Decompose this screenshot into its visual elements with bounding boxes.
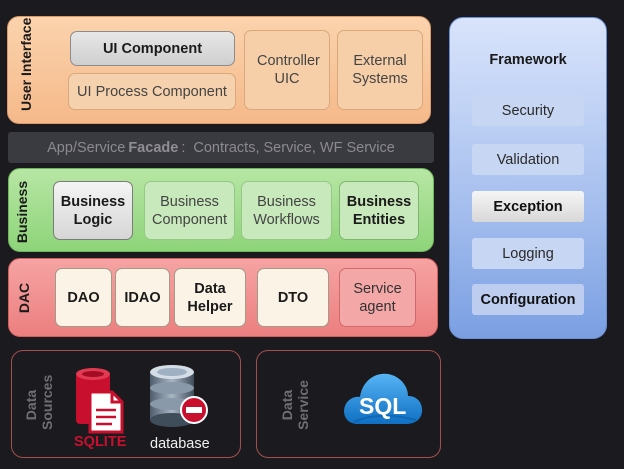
framework-item-security[interactable]: Security bbox=[472, 95, 584, 126]
facade-keyword: Facade bbox=[128, 139, 179, 156]
service-agent-text: Service agent bbox=[353, 280, 402, 315]
user-interface-label-text: User Interface bbox=[18, 17, 34, 111]
ui-component-box[interactable]: UI Component bbox=[70, 31, 235, 66]
dac-label-text: DAC bbox=[16, 282, 32, 314]
data-service-label-text: Data Service bbox=[279, 380, 311, 430]
business-component-box[interactable]: Business Component bbox=[144, 181, 235, 240]
ui-process-component-box[interactable]: UI Process Component bbox=[68, 73, 236, 110]
data-service-label: Data Service bbox=[279, 374, 313, 436]
idao-box[interactable]: IDAO bbox=[115, 268, 170, 327]
business-label-text: Business bbox=[14, 180, 30, 244]
business-entities-text: Business Entities bbox=[346, 193, 412, 228]
facade-prefix: App/Service bbox=[47, 139, 126, 156]
service-agent-box[interactable]: Service agent bbox=[339, 268, 416, 327]
business-entities-box[interactable]: Business Entities bbox=[339, 181, 419, 240]
framework-title: Framework bbox=[489, 52, 567, 68]
data-helper-box[interactable]: Data Helper bbox=[174, 268, 246, 327]
sql-text: SQL bbox=[359, 393, 407, 419]
data-service-panel bbox=[256, 350, 441, 458]
controller-uic-text: Controller UIC bbox=[257, 53, 320, 87]
dto-box[interactable]: DTO bbox=[257, 268, 329, 327]
framework-item-exception[interactable]: Exception bbox=[472, 191, 584, 222]
database-caption: database bbox=[150, 436, 210, 452]
framework-item-logging[interactable]: Logging bbox=[472, 238, 584, 269]
sqlite-database-icon bbox=[76, 368, 124, 434]
dac-label: DAC bbox=[16, 280, 35, 316]
data-helper-text: Data Helper bbox=[187, 280, 233, 315]
framework-item-validation[interactable]: Validation bbox=[472, 144, 584, 175]
sql-cloud-icon bbox=[344, 373, 423, 424]
business-workflows-box[interactable]: Business Workflows bbox=[241, 181, 332, 240]
framework-item-configuration[interactable]: Configuration bbox=[472, 284, 584, 315]
facade-bar: App/Service Facade : Contracts, Service,… bbox=[8, 132, 434, 163]
business-component-text: Business Component bbox=[152, 193, 227, 228]
external-systems-text: External Systems bbox=[352, 53, 408, 87]
user-interface-label: User Interface bbox=[18, 18, 51, 111]
dao-box[interactable]: DAO bbox=[55, 268, 112, 327]
sqlite-caption: SQLITE bbox=[74, 434, 127, 450]
business-logic-box[interactable]: Business Logic bbox=[53, 181, 133, 240]
business-workflows-text: Business Workflows bbox=[253, 193, 320, 228]
business-label: Business bbox=[14, 174, 33, 250]
business-logic-text: Business Logic bbox=[60, 193, 126, 228]
data-sources-panel bbox=[11, 350, 241, 458]
data-sources-label-text: Data Sources bbox=[23, 374, 55, 430]
database-remove-icon bbox=[150, 365, 208, 427]
external-systems-box[interactable]: External Systems bbox=[337, 30, 423, 110]
facade-suffix: : Contracts, Service, WF Service bbox=[181, 139, 395, 156]
controller-uic-box[interactable]: Controller UIC bbox=[244, 30, 330, 110]
data-sources-label: Data Sources bbox=[23, 365, 57, 445]
